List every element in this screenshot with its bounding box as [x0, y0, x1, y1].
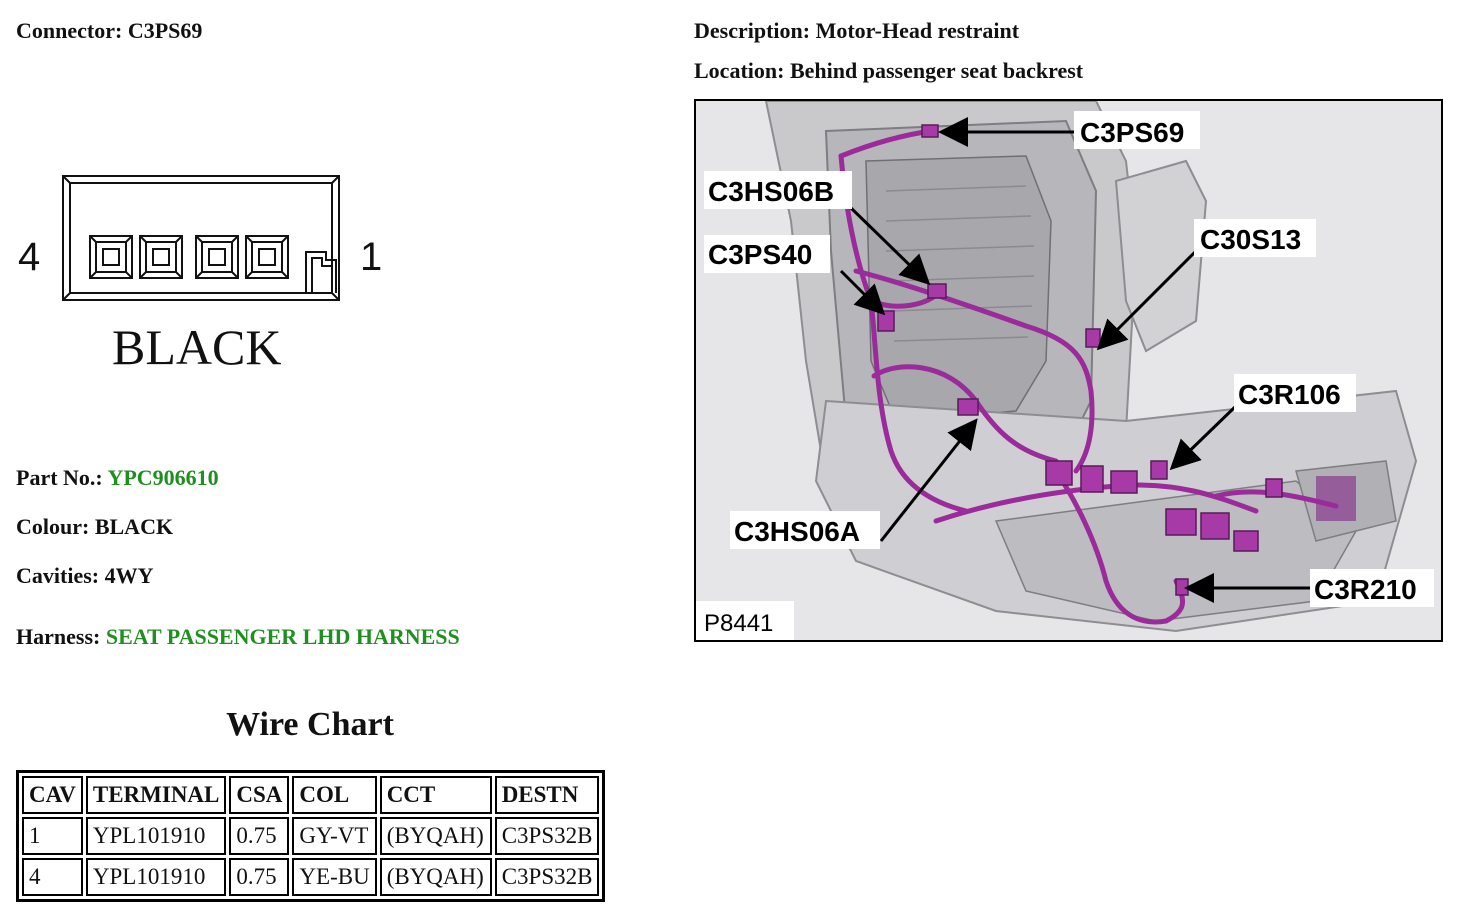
- callout-C3R210: C3R210: [1314, 574, 1417, 605]
- table-row: 4 YPL101910 0.75 YE-BU (BYQAH) C3PS32B: [22, 858, 600, 896]
- description-label: Description:: [694, 18, 811, 43]
- image-reference-label: P8441: [704, 610, 773, 637]
- diagram-colour-label: BLACK: [112, 319, 281, 375]
- cell-col: GY-VT: [292, 817, 377, 855]
- header-csa: CSA: [229, 776, 290, 814]
- cell-terminal: YPL101910: [85, 858, 227, 896]
- wire-chart-table: CAV TERMINAL CSA COL CCT DESTN 1 YPL1019…: [16, 770, 606, 902]
- header-terminal: TERMINAL: [85, 776, 227, 814]
- location-label: Location:: [694, 58, 785, 83]
- table-header-row: CAV TERMINAL CSA COL CCT DESTN: [22, 776, 600, 814]
- description-value: Motor-Head restraint: [815, 18, 1020, 43]
- cell-terminal: YPL101910: [85, 817, 227, 855]
- cavity-4: [89, 235, 133, 279]
- connector-location-image: C3PS69 C3HS06B C3PS40 C30S13 C3R106 C3HS…: [694, 99, 1443, 642]
- cavity-2: [195, 235, 239, 279]
- callout-C3HS06B: C3HS06B: [708, 176, 834, 207]
- cavities-value: 4WY: [104, 563, 154, 588]
- pin-label-right: 1: [360, 235, 382, 279]
- callout-C30S13: C30S13: [1200, 224, 1301, 255]
- location-field: Location: Behind passenger seat backrest: [694, 58, 1083, 84]
- part-no-link[interactable]: YPC906610: [107, 465, 219, 490]
- header-cav: CAV: [22, 776, 83, 814]
- callout-C3PS69: C3PS69: [1080, 117, 1184, 148]
- cavity-3: [139, 235, 183, 279]
- connector-housing: [62, 175, 340, 301]
- cell-csa: 0.75: [229, 858, 290, 896]
- cell-destn: C3PS32B: [494, 858, 600, 896]
- part-no-label: Part No.:: [16, 465, 103, 490]
- cell-col: YE-BU: [292, 858, 377, 896]
- pin-label-left: 4: [18, 235, 40, 279]
- description-field: Description: Motor-Head restraint: [694, 18, 1019, 44]
- connector-value: C3PS69: [127, 18, 203, 43]
- cell-cav: 1: [22, 817, 83, 855]
- harness-link[interactable]: SEAT PASSENGER LHD HARNESS: [105, 624, 460, 649]
- callout-labels: C3PS69 C3HS06B C3PS40 C30S13 C3R106 C3HS…: [704, 111, 1434, 607]
- cell-cav: 4: [22, 858, 83, 896]
- cavity-1: [245, 235, 289, 279]
- colour-value: BLACK: [94, 514, 174, 539]
- cell-destn: C3PS32B: [494, 817, 600, 855]
- connector-face-diagram: 4 1 BLACK: [18, 175, 382, 375]
- cell-cct: (BYQAH): [379, 817, 492, 855]
- connector-label: Connector:: [16, 18, 123, 43]
- cavity-row: [89, 235, 289, 279]
- cavities-field: Cavities: 4WY: [16, 563, 153, 589]
- harness-label: Harness:: [16, 624, 101, 649]
- wire-chart-title: Wire Chart: [226, 706, 394, 743]
- header-cct: CCT: [379, 776, 492, 814]
- callout-leaders: [839, 117, 1311, 603]
- connector-field: Connector: C3PS69: [16, 18, 202, 44]
- callout-C3HS06A: C3HS06A: [734, 516, 860, 547]
- seat-illustration: C3PS69 C3HS06B C3PS40 C30S13 C3R106 C3HS…: [696, 101, 1441, 640]
- part-no-field: Part No.: YPC906610: [16, 465, 219, 491]
- location-value: Behind passenger seat backrest: [789, 58, 1084, 83]
- cell-cct: (BYQAH): [379, 858, 492, 896]
- header-destn: DESTN: [494, 776, 600, 814]
- header-col: COL: [292, 776, 377, 814]
- callout-C3PS40: C3PS40: [708, 239, 812, 270]
- colour-label: Colour:: [16, 514, 90, 539]
- harness-field: Harness: SEAT PASSENGER LHD HARNESS: [16, 624, 460, 650]
- cavities-label: Cavities:: [16, 563, 100, 588]
- callout-C3R106: C3R106: [1238, 379, 1341, 410]
- table-row: 1 YPL101910 0.75 GY-VT (BYQAH) C3PS32B: [22, 817, 600, 855]
- cell-csa: 0.75: [229, 817, 290, 855]
- seat-back-shape: [764, 101, 1418, 633]
- colour-field: Colour: BLACK: [16, 514, 173, 540]
